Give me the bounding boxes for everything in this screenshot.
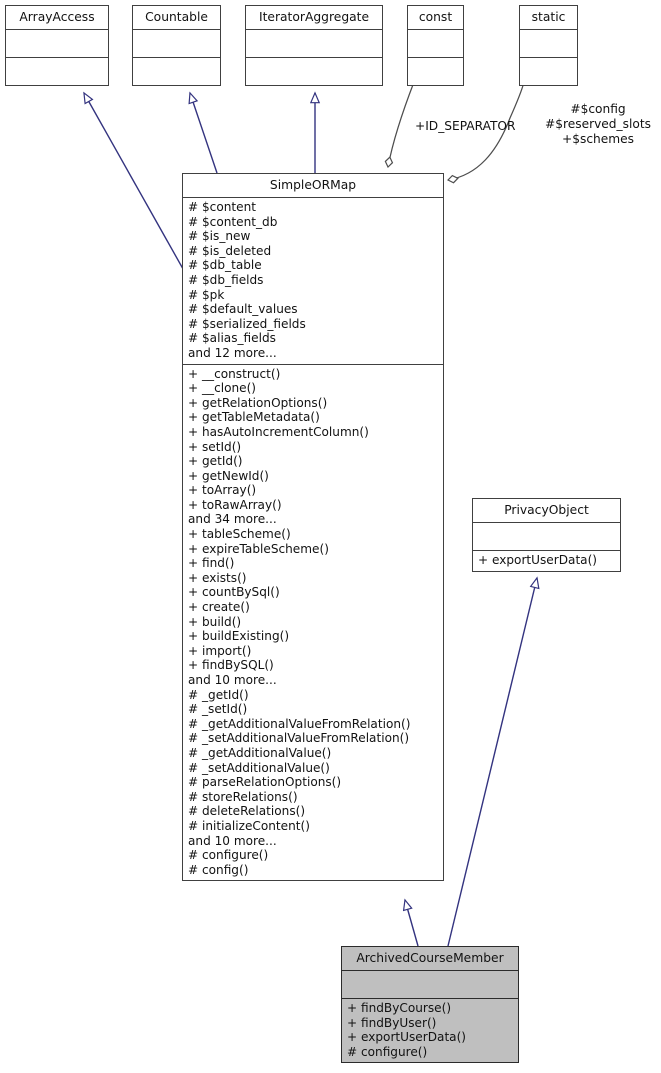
class-attributes-simpleormap: # $content# $content_db# $is_new# $is_de…: [183, 198, 443, 365]
class-member-row: + getNewId(): [188, 468, 269, 483]
class-title-iteratoraggregate: IteratorAggregate: [246, 6, 382, 30]
class-member-row: + exists(): [188, 570, 247, 585]
class-member-row: + hasAutoIncrementColumn(): [188, 424, 369, 439]
class-member-row: # storeRelations(): [188, 789, 298, 804]
class-methods-privacyobject: + exportUserData(): [473, 551, 620, 571]
class-member-row: # $is_deleted: [188, 243, 272, 258]
edge-simpleormap-implements-countable: [190, 93, 218, 174]
class-member-row: + expireTableScheme(): [188, 541, 329, 556]
class-member-row: + findByCourse(): [347, 1001, 452, 1015]
class-member-row: # _getAdditionalValue(): [188, 745, 332, 760]
class-member-row: + exportUserData(): [478, 553, 598, 567]
class-member-row: and 34 more...: [188, 512, 277, 527]
edge-label-static-reserved-slots: #$reserved_slots: [545, 117, 651, 131]
class-member-row: + findBySQL(): [188, 658, 274, 673]
class-box-arrayaccess[interactable]: ArrayAccess: [5, 5, 109, 86]
class-member-row: + getRelationOptions(): [188, 395, 328, 410]
class-member-row: # $serialized_fields: [188, 316, 306, 331]
class-methods-simpleormap: + __construct()+ __clone()+ getRelationO…: [183, 365, 443, 881]
class-member-row: + __construct(): [188, 366, 281, 381]
class-title-simpleormap: SimpleORMap: [183, 174, 443, 198]
class-member-row: # _setId(): [188, 702, 248, 717]
class-box-archivedcoursemember[interactable]: ArchivedCourseMember + findByCourse()+ f…: [341, 946, 519, 1064]
class-member-row: # deleteRelations(): [188, 804, 306, 819]
edge-label-static-members: #$config #$reserved_slots +$schemes: [539, 102, 657, 147]
class-member-row: # $db_table: [188, 258, 262, 273]
edge-simpleormap-aggregation-const: [388, 81, 415, 167]
class-member-row: # $default_values: [188, 302, 298, 317]
edge-archivedcoursemember-extends-simpleormap: [405, 900, 419, 947]
edge-label-id-separator: +ID_SEPARATOR: [415, 119, 516, 133]
class-member-row: + getId(): [188, 454, 243, 469]
class-methods-const: [408, 58, 463, 85]
class-box-simpleormap[interactable]: SimpleORMap # $content# $content_db# $is…: [182, 173, 444, 882]
class-member-row: + getTableMetadata(): [188, 410, 320, 425]
class-member-row: + tableScheme(): [188, 527, 291, 542]
class-member-row: + __clone(): [188, 381, 257, 396]
class-member-row: # initializeContent(): [188, 818, 310, 833]
class-member-row: # $pk: [188, 287, 225, 302]
class-member-row: # $db_fields: [188, 272, 264, 287]
class-member-row: and 10 more...: [188, 673, 277, 687]
class-title-privacyobject: PrivacyObject: [473, 499, 620, 523]
class-member-row: + exportUserData(): [347, 1030, 467, 1045]
edge-archivedcoursemember-implements-privacyobject: [447, 578, 537, 947]
class-member-row: # parseRelationOptions(): [188, 775, 342, 790]
class-attributes-privacyobject: [473, 523, 620, 551]
class-attributes-iteratoraggregate: [246, 30, 382, 58]
class-member-row: + findByUser(): [347, 1015, 437, 1030]
class-member-row: # configure(): [188, 848, 269, 863]
class-member-row: # $content_db: [188, 214, 278, 229]
class-title-const: const: [408, 6, 463, 30]
class-member-row: + toArray(): [188, 483, 257, 498]
class-member-row: + setId(): [188, 439, 242, 454]
class-methods-countable: [133, 58, 220, 85]
edge-label-static-schemes: +$schemes: [562, 132, 634, 146]
class-attributes-arrayaccess: [6, 30, 108, 58]
class-member-row: + import(): [188, 643, 252, 658]
class-member-row: + find(): [188, 556, 235, 571]
class-box-const[interactable]: const: [407, 5, 464, 86]
class-attributes-static: [520, 30, 577, 58]
class-member-row: # $content: [188, 200, 256, 214]
class-member-row: + countBySql(): [188, 585, 280, 600]
class-attributes-countable: [133, 30, 220, 58]
class-title-static: static: [520, 6, 577, 30]
class-member-row: and 10 more...: [188, 833, 277, 848]
class-title-arrayaccess: ArrayAccess: [6, 6, 108, 30]
class-member-row: # _getAdditionalValueFromRelation(): [188, 716, 411, 731]
class-member-row: # _setAdditionalValueFromRelation(): [188, 731, 410, 746]
class-member-row: + buildExisting(): [188, 629, 290, 644]
class-methods-arrayaccess: [6, 58, 108, 85]
class-title-archivedcoursemember: ArchivedCourseMember: [342, 947, 518, 971]
class-member-row: # config(): [188, 862, 249, 877]
class-member-row: # _setAdditionalValue(): [188, 760, 330, 775]
class-attributes-archivedcoursemember: [342, 971, 518, 999]
class-methods-iteratoraggregate: [246, 58, 382, 85]
class-methods-static: [520, 58, 577, 85]
class-title-countable: Countable: [133, 6, 220, 30]
class-box-privacyobject[interactable]: PrivacyObject + exportUserData(): [472, 498, 621, 572]
class-box-countable[interactable]: Countable: [132, 5, 221, 86]
class-member-row: # _getId(): [188, 687, 249, 702]
class-methods-archivedcoursemember: + findByCourse()+ findByUser()+ exportUs…: [342, 999, 518, 1062]
class-box-static[interactable]: static: [519, 5, 578, 86]
class-member-row: + build(): [188, 614, 242, 629]
class-member-row: # $is_new: [188, 229, 251, 244]
class-box-iteratoraggregate[interactable]: IteratorAggregate: [245, 5, 383, 86]
edge-label-static-config: #$config: [570, 102, 626, 116]
class-attributes-const: [408, 30, 463, 58]
edge-simpleormap-implements-arrayaccess: [84, 93, 197, 293]
class-member-row: # configure(): [347, 1044, 428, 1059]
class-member-row: + create(): [188, 600, 250, 615]
class-member-row: # $alias_fields: [188, 331, 276, 346]
class-member-row: and 12 more...: [188, 345, 277, 360]
class-member-row: + toRawArray(): [188, 497, 282, 512]
